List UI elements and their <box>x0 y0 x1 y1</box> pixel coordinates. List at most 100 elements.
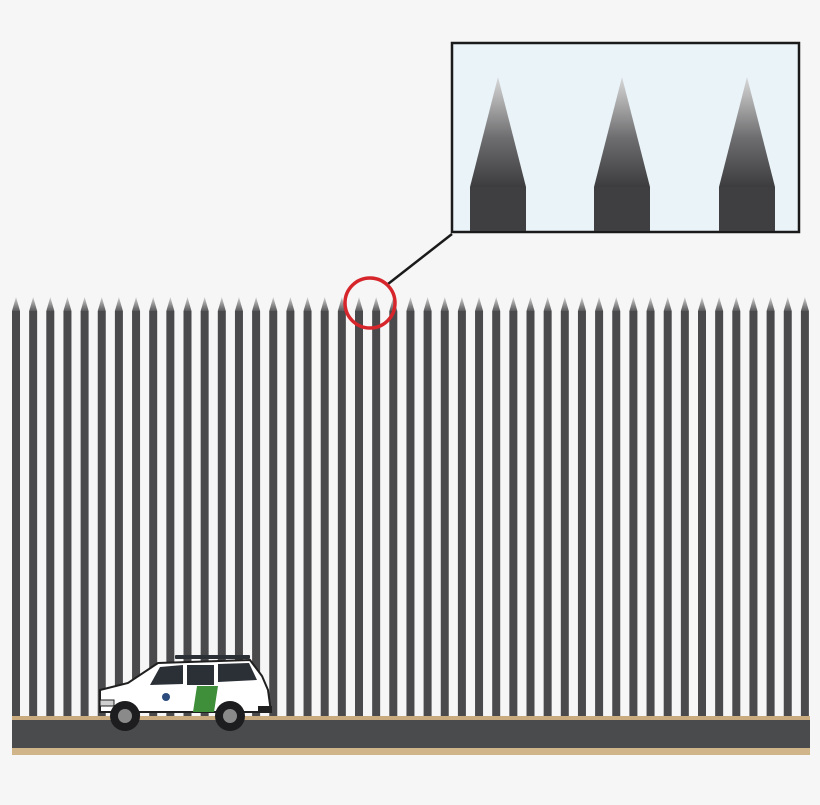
bollard-post <box>303 311 312 716</box>
spike-tip-icon <box>406 297 415 311</box>
vehicle-roof-rack <box>175 655 250 659</box>
bollard-post <box>132 311 141 716</box>
bollard <box>646 297 655 716</box>
spike-tip-icon <box>46 297 55 311</box>
bollard-post <box>595 311 604 716</box>
vehicle-window-front <box>150 665 183 685</box>
bollard-post <box>114 311 123 716</box>
spike-tip-icon <box>149 297 158 311</box>
bollard-post <box>800 311 809 716</box>
bollard <box>663 297 672 716</box>
bollard-post <box>698 311 706 716</box>
bollard-post <box>46 311 55 716</box>
spike-tip-icon <box>629 297 638 311</box>
bollard <box>509 297 518 716</box>
bollard <box>475 297 484 716</box>
spike-tip-icon <box>114 297 123 311</box>
bollard-post <box>475 311 484 716</box>
vehicle-window-middle <box>187 665 214 685</box>
vehicle-rear-bumper <box>258 706 272 713</box>
bollard-post <box>680 311 689 716</box>
spike-tip-icon <box>440 297 449 311</box>
vehicle-emblem <box>162 693 170 701</box>
spike-tip-icon <box>423 297 432 311</box>
spike-tip-icon <box>217 297 226 311</box>
spike-tip-icon <box>166 297 175 311</box>
bollard <box>149 297 158 716</box>
bollard-post <box>663 311 672 716</box>
bollard-post <box>543 311 552 716</box>
bollard-post <box>63 311 72 716</box>
road <box>12 716 810 755</box>
bollard <box>492 297 501 716</box>
bollard-post <box>200 311 209 716</box>
spike-tip-icon <box>470 77 526 187</box>
bollard <box>732 297 741 716</box>
bollard <box>680 297 689 716</box>
spike-tip-icon <box>680 297 689 311</box>
bollard <box>783 297 792 716</box>
spike-tip-icon <box>577 297 586 311</box>
bollard <box>234 297 243 716</box>
vehicle-hub-front <box>118 709 132 723</box>
spike-tip-icon <box>200 297 209 311</box>
bollard <box>252 297 261 716</box>
bollard <box>629 297 638 716</box>
zoom-spike-3 <box>719 77 775 231</box>
bollard-post <box>183 311 192 716</box>
bollard <box>46 297 55 716</box>
bollard <box>715 297 724 716</box>
bollard-post <box>80 311 89 716</box>
bollard-post <box>509 311 518 716</box>
bollard-post <box>577 311 586 716</box>
bollard <box>269 297 278 716</box>
spike-tip-icon <box>800 297 809 311</box>
bollard <box>612 297 621 716</box>
spike-tip-icon <box>372 297 381 311</box>
spike-tip-icon <box>749 297 758 311</box>
spike-tip-icon <box>698 297 706 311</box>
bollard-post <box>629 311 638 716</box>
callout <box>343 233 453 330</box>
spike-tip-icon <box>234 297 243 311</box>
bollard-post <box>732 311 741 716</box>
spike-tip-icon <box>286 297 295 311</box>
bollard <box>303 297 312 716</box>
bollard-post <box>492 311 501 716</box>
bollard-post <box>252 311 261 716</box>
bollard <box>766 297 775 716</box>
bollard <box>457 297 466 716</box>
vehicle-hub-rear <box>223 709 237 723</box>
bollard-post <box>217 311 226 716</box>
bollard-post <box>372 311 381 716</box>
spike-tip-icon <box>719 77 775 187</box>
bollard-post <box>783 311 792 716</box>
border-patrol-suv-icon <box>99 655 273 731</box>
bollard <box>389 297 398 716</box>
bollard-post <box>355 311 363 716</box>
spike-tip-icon <box>29 297 38 311</box>
bollard <box>320 297 329 716</box>
bollard <box>577 297 586 716</box>
bollard-post <box>286 311 295 716</box>
spike-tip-icon <box>80 297 89 311</box>
spike-tip-icon <box>355 297 363 311</box>
bollard-post <box>166 311 175 716</box>
bollard <box>337 297 346 716</box>
bollard <box>12 297 20 716</box>
spike-tip-icon <box>457 297 466 311</box>
spike-post <box>719 187 775 231</box>
magnifier-callout-circle <box>343 276 397 330</box>
spike-tip-icon <box>252 297 261 311</box>
bollard-post <box>29 311 38 716</box>
bollard <box>114 297 123 716</box>
bollard <box>200 297 209 716</box>
zoom-spike-1 <box>470 77 526 231</box>
bollard-post <box>715 311 724 716</box>
callout-leader-line <box>387 233 453 285</box>
spike-tip-icon <box>526 297 535 311</box>
bollard-post <box>269 311 278 716</box>
bollard <box>543 297 552 716</box>
zoom-spike-2 <box>594 77 650 231</box>
